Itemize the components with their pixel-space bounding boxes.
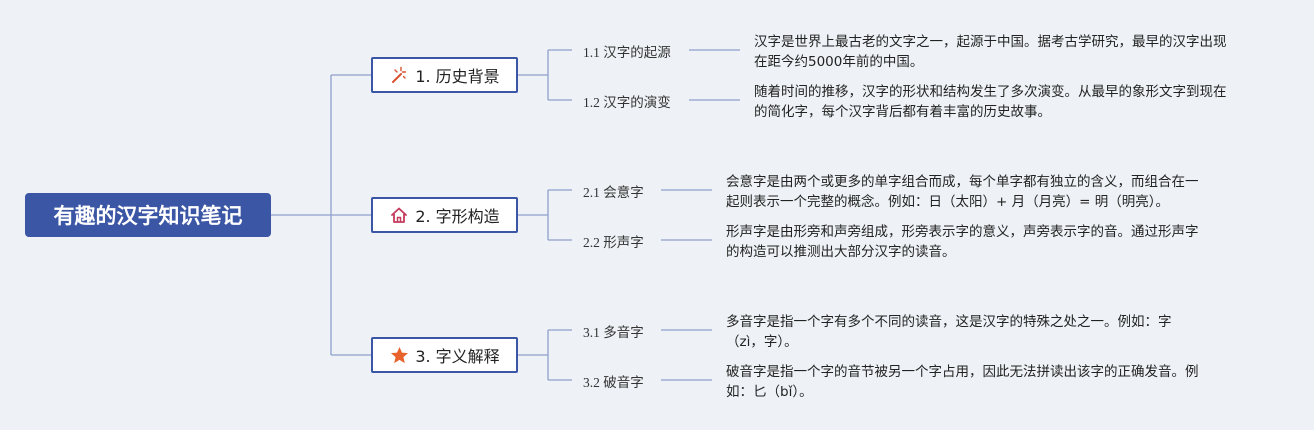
desc-line: 在距今约5000年前的中国。 bbox=[754, 54, 924, 70]
desc-polyphone: 多音字是指一个字有多个不同的读音，这是汉字的特殊之处之一。例如：字 （zì，字）… bbox=[726, 312, 1172, 352]
root-topic[interactable]: 有趣的汉字知识笔记 bbox=[25, 193, 271, 237]
desc-evolution: 随着时间的推移，汉字的形状和结构发生了多次演变。从最早的象形文字到现在 的简化字… bbox=[754, 82, 1227, 122]
desc-line: 如：匕（bǐ）。 bbox=[726, 384, 813, 400]
magic-wand-icon bbox=[389, 65, 409, 85]
subtopic-ideogram[interactable]: 2.1 会意字 bbox=[583, 185, 644, 200]
desc-line: 的构造可以推测出大部分汉字的读音。 bbox=[726, 244, 956, 260]
desc-line: 形声字是由形旁和声旁组成，形旁表示字的意义，声旁表示字的音。通过形声字 bbox=[726, 224, 1199, 240]
subtopic-phonogram[interactable]: 2.2 形声字 bbox=[583, 235, 644, 250]
branch-label: 1. 历史背景 bbox=[415, 67, 500, 86]
branch-label: 3. 字义解释 bbox=[415, 347, 500, 366]
root-title: 有趣的汉字知识笔记 bbox=[53, 204, 243, 228]
desc-phonogram: 形声字是由形旁和声旁组成，形旁表示字的意义，声旁表示字的音。通过形声字 的构造可… bbox=[726, 222, 1199, 262]
branch-label: 2. 字形构造 bbox=[415, 207, 500, 226]
desc-ideogram: 会意字是由两个或更多的单字组合而成，每个单字都有独立的含义，而组合在一 起则表示… bbox=[726, 172, 1199, 212]
subtopic-polyphone[interactable]: 3.1 多音字 bbox=[583, 325, 644, 340]
star-icon bbox=[389, 345, 409, 365]
desc-line: （zì，字）。 bbox=[726, 334, 798, 350]
branch-glyph-structure[interactable]: 2. 字形构造 bbox=[371, 197, 518, 233]
desc-line: 会意字是由两个或更多的单字组合而成，每个单字都有独立的含义，而组合在一 bbox=[726, 174, 1199, 190]
desc-line: 汉字是世界上最古老的文字之一，起源于中国。据考古学研究，最早的汉字出现 bbox=[754, 34, 1227, 50]
desc-line: 起则表示一个完整的概念。例如：日（太阳）+ 月（月亮）= 明（明亮）。 bbox=[726, 194, 1169, 210]
desc-line: 多音字是指一个字有多个不同的读音，这是汉字的特殊之处之一。例如：字 bbox=[726, 314, 1172, 330]
branch-history[interactable]: 1. 历史背景 bbox=[371, 57, 518, 93]
desc-origin: 汉字是世界上最古老的文字之一，起源于中国。据考古学研究，最早的汉字出现 在距今约… bbox=[754, 32, 1227, 72]
desc-line: 破音字是指一个字的音节被另一个字占用，因此无法拼读出该字的正确发音。例 bbox=[726, 364, 1199, 380]
subtopic-evolution[interactable]: 1.2 汉字的演变 bbox=[583, 95, 671, 110]
desc-broken-sound: 破音字是指一个字的音节被另一个字占用，因此无法拼读出该字的正确发音。例 如：匕（… bbox=[726, 362, 1199, 402]
subtopic-broken-sound[interactable]: 3.2 破音字 bbox=[583, 375, 644, 390]
desc-line: 随着时间的推移，汉字的形状和结构发生了多次演变。从最早的象形文字到现在 bbox=[754, 84, 1227, 100]
home-icon bbox=[389, 205, 409, 225]
branch-meaning[interactable]: 3. 字义解释 bbox=[371, 337, 518, 373]
subtopic-origin[interactable]: 1.1 汉字的起源 bbox=[583, 45, 671, 60]
desc-line: 的简化字，每个汉字背后都有着丰富的历史故事。 bbox=[754, 104, 1051, 120]
